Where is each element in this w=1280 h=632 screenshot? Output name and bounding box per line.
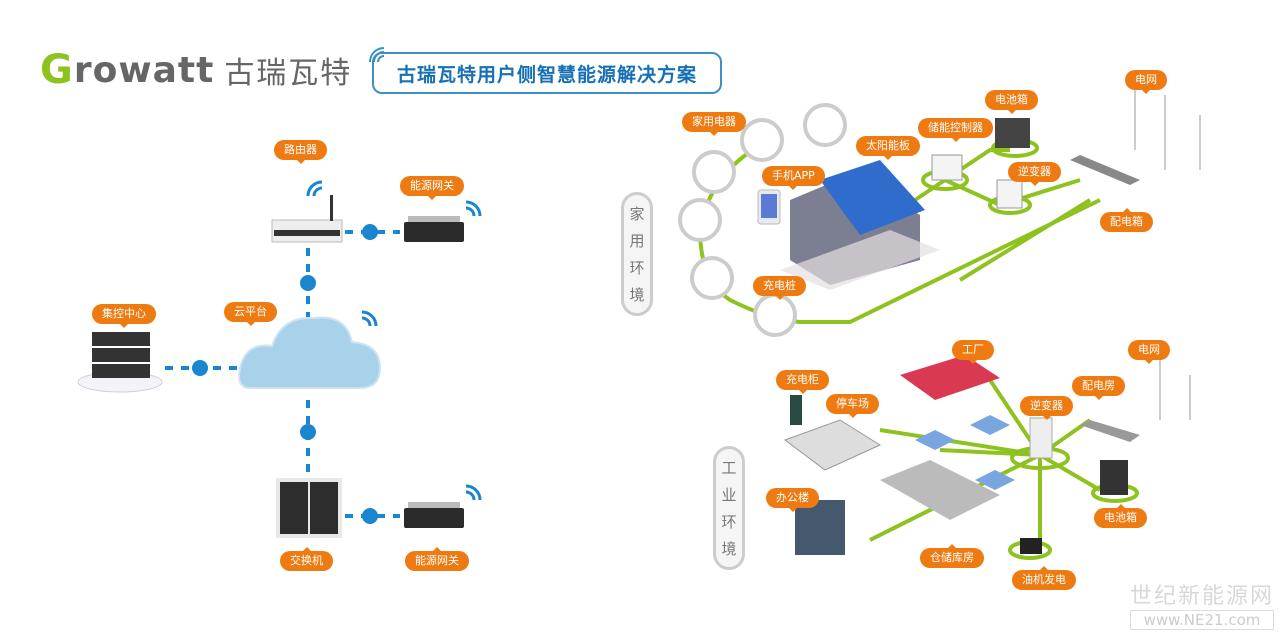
wifi-node-icon	[362, 508, 378, 524]
grid-tower-icon	[1159, 355, 1191, 420]
distribution-room-icon	[1080, 420, 1140, 442]
label-switch: 交换机	[280, 547, 333, 571]
logo-mark: G	[40, 47, 74, 93]
label-industrial-battery: 电池箱	[1094, 504, 1147, 528]
label-appliances: 家用电器	[682, 112, 746, 136]
label-gateway-bottom: 能源网关	[405, 547, 469, 571]
inverter-icon	[996, 179, 1023, 209]
label-office: 办公楼	[766, 488, 819, 512]
distribution-box-icon	[1070, 155, 1140, 185]
industrial-environment-label: 工 业 环 境	[713, 446, 745, 570]
label-cloud: 云平台	[224, 302, 277, 326]
watermark-url: www.NE21.com	[1129, 610, 1274, 630]
house-icon	[780, 160, 940, 290]
label-gateway-top: 能源网关	[400, 176, 464, 200]
appliance-bubble	[678, 198, 722, 242]
appliance-bubble	[690, 256, 734, 300]
router-icon	[271, 195, 343, 243]
cloud-icon	[238, 316, 382, 389]
gateway-icon	[404, 216, 464, 242]
label-solar-panel: 太阳能板	[856, 136, 920, 160]
label-parking: 停车场	[826, 394, 879, 418]
logo-cn: 古瑞瓦特	[224, 56, 353, 91]
label-factory: 工厂	[952, 340, 994, 364]
charging-cabinet-icon	[790, 395, 802, 425]
page-title: 古瑞瓦特用户侧智慧能源解决方案	[372, 52, 722, 94]
label-grid: 电网	[1125, 70, 1167, 94]
parking-icon	[783, 419, 882, 471]
label-distribution-room: 配电房	[1072, 376, 1125, 400]
link-wifi-nodes	[192, 224, 378, 524]
label-inverter: 逆变器	[1008, 162, 1061, 186]
label-distribution-box: 配电箱	[1100, 208, 1153, 232]
watermark: 世纪新能源网 www.NE21.com	[1129, 578, 1274, 630]
label-battery-box: 电池箱	[985, 90, 1038, 114]
watermark-name: 世纪新能源网	[1129, 584, 1274, 609]
factory-icon	[900, 355, 1000, 400]
office-icon	[795, 500, 845, 555]
solar-panels	[915, 415, 1015, 490]
logo-text: rowatt	[73, 49, 215, 91]
label-charging-pile: 充电桩	[753, 276, 806, 300]
label-charging-cabinet: 充电柜	[776, 370, 829, 394]
label-router: 路由器	[274, 140, 327, 164]
label-industrial-grid: 电网	[1128, 340, 1170, 364]
switch-icon	[276, 478, 342, 538]
wifi-signal-icons	[306, 180, 482, 501]
wifi-node-icon	[300, 275, 316, 291]
label-control-center: 集控中心	[92, 304, 156, 328]
label-mobile-app: 手机APP	[762, 166, 825, 190]
diesel-generator-icon	[1020, 538, 1042, 554]
battery-box-icon	[995, 118, 1030, 148]
label-storage-controller: 储能控制器	[918, 118, 993, 142]
appliance-bubble	[803, 103, 847, 147]
home-environment-label: 家 用 环 境	[621, 192, 653, 316]
industrial-inverter-icon	[1029, 417, 1053, 459]
gateway-icon	[404, 502, 464, 528]
label-industrial-inverter: 逆变器	[1020, 396, 1073, 420]
phone-screen	[761, 194, 777, 218]
warehouse-icon	[880, 460, 1000, 520]
appliance-bubbles	[678, 103, 847, 337]
appliance-bubble	[692, 150, 736, 194]
storage-controller-icon	[931, 154, 963, 181]
wifi-node-icon	[300, 424, 316, 440]
label-diesel-generator: 油机发电	[1012, 566, 1076, 590]
wifi-node-icon	[192, 360, 208, 376]
label-warehouse: 仓储库房	[920, 544, 984, 568]
grid-tower-icon	[1134, 90, 1201, 170]
server-icon	[77, 332, 163, 393]
industrial-battery-icon	[1100, 460, 1128, 495]
wifi-node-icon	[362, 224, 378, 240]
appliance-bubble	[740, 118, 784, 162]
